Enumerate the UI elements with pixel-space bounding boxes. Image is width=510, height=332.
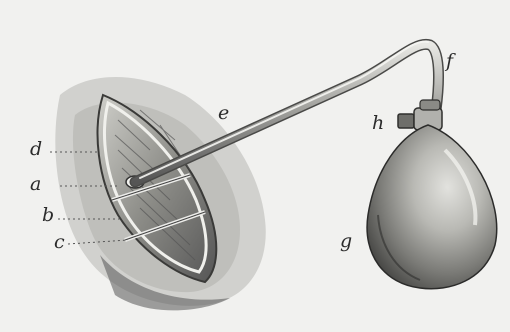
label-g: g xyxy=(340,232,352,251)
label-d: d xyxy=(30,140,42,159)
label-b: b xyxy=(42,206,54,225)
valve xyxy=(398,100,442,130)
rubber-bulb xyxy=(367,125,497,289)
label-h: h xyxy=(372,114,384,133)
label-f: f xyxy=(446,52,453,71)
label-c: c xyxy=(54,233,65,252)
label-e: e xyxy=(218,104,229,123)
label-a: a xyxy=(30,175,41,194)
